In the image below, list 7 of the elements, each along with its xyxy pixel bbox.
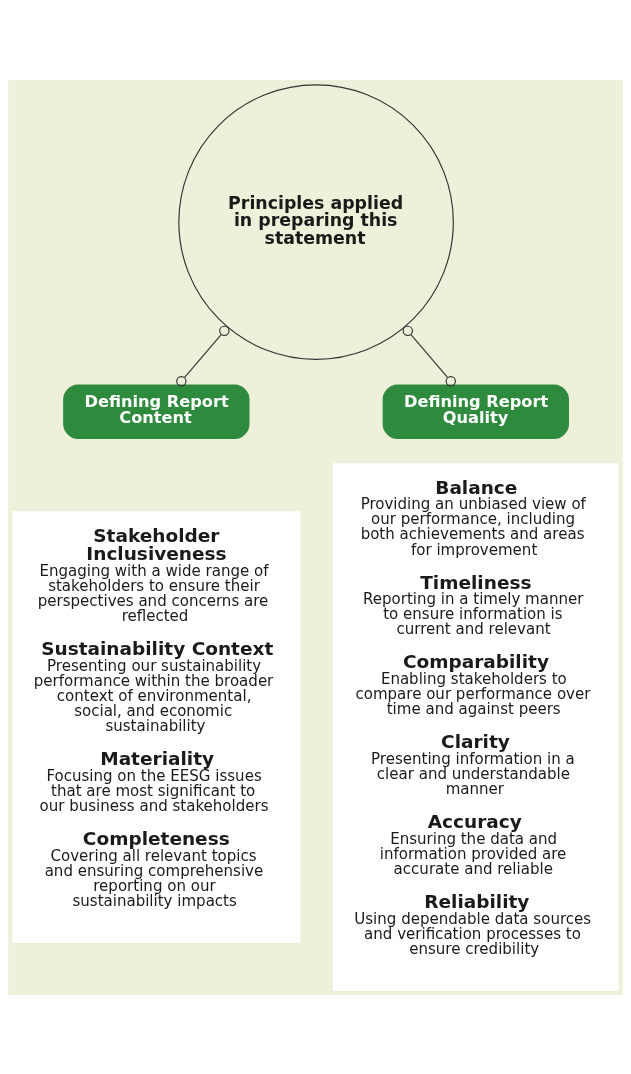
node-box: Defining Report Content [63, 384, 250, 439]
node-circle: Principles applied in preparing this statement [178, 83, 454, 360]
node-box: Defining Report Quality [382, 384, 569, 439]
connector [176, 325, 230, 386]
connector [402, 325, 456, 386]
node-box: Stakeholder Inclusiveness Engaging with a wide range of stakeholders to ensure their perspectives and concerns are reflected Sustainability Context Presenting our sustainability performance within the broader context of environmental, social, and economic sustainability Materiality Focusing on the EESG issues that are most significant to our business and stakeholders Completeness Covering all relevant topics and ensuring comprehensive reporting on our sustainability impacts [12, 510, 301, 943]
node-box: Balance Providing an unbiased view of our performance, including both achievements and areas for improvement Timeliness Reporting in a timely manner to ensure information is current and relevant Comparability Enabling stakeholders to compare our performance over time and against peers Clarity Presenting information in a clear and understandable manner Accuracy Ensuring the data and information provided are accurate and reliable Reliability Using dependable data sources and verification processes to ensure credibility [332, 462, 619, 991]
